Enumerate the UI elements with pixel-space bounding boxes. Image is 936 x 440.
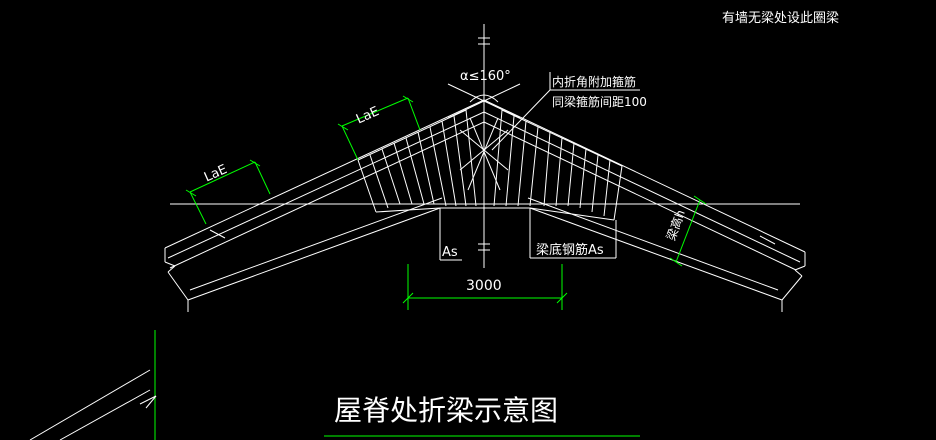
angle-indicator: α≤160°: [447, 69, 521, 119]
lae-left-label: LaE: [202, 162, 230, 185]
as-left-label: As: [442, 245, 458, 260]
callout-line1: 内折角附加箍筋: [552, 74, 636, 89]
ridge-centerline: [478, 24, 490, 268]
top-note: 有墙无梁处设此圈梁: [722, 11, 839, 26]
beam-height-label: 梁高h: [663, 208, 688, 243]
as-labels: As 梁底钢筋As: [439, 208, 617, 261]
stirrups-left: [357, 109, 477, 213]
lae-left-dimension: LaE: [185, 159, 271, 225]
span-label: 3000: [466, 278, 502, 294]
span-dimension: 3000: [402, 264, 568, 310]
angle-label: α≤160°: [460, 69, 511, 84]
lower-left-fragment: [29, 330, 157, 440]
as-right-label: 梁底钢筋As: [536, 242, 604, 258]
drawing-title: 屋脊处折梁示意图: [334, 394, 558, 427]
callout-line2: 同梁箍筋间距100: [552, 94, 647, 109]
callout: 内折角附加箍筋 同梁箍筋间距100: [491, 72, 647, 151]
lae-mid-label: LaE: [354, 104, 382, 127]
